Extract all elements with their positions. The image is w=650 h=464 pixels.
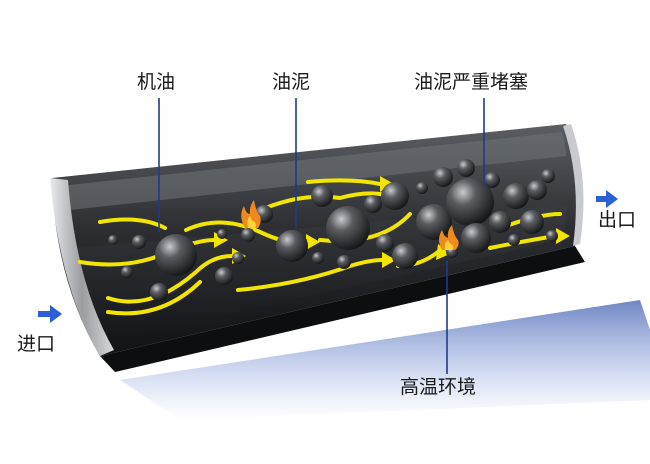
sludge-balls bbox=[108, 159, 558, 301]
sludge-ball bbox=[541, 169, 555, 183]
sludge-ball bbox=[527, 180, 547, 200]
sludge-ball bbox=[489, 211, 511, 233]
sludge-ball bbox=[132, 235, 146, 249]
label-heat: 高温环境 bbox=[400, 376, 477, 398]
sludge-ball bbox=[232, 252, 244, 264]
flow-arrow bbox=[254, 191, 392, 214]
sludge-ball bbox=[392, 243, 418, 269]
sludge-ball bbox=[364, 195, 382, 213]
label-sludge: 油泥 bbox=[272, 71, 311, 93]
outlet-arrow-icon bbox=[596, 190, 618, 208]
flow-arrow bbox=[98, 217, 167, 230]
sludge-ball bbox=[446, 178, 494, 226]
leader-lines bbox=[158, 98, 485, 374]
sludge-ball bbox=[503, 183, 529, 209]
sludge-ball bbox=[150, 283, 168, 301]
pipe-left-rim bbox=[50, 178, 114, 356]
sludge-ball bbox=[416, 182, 428, 194]
sludge-ball bbox=[311, 185, 333, 207]
sludge-ball bbox=[376, 234, 394, 252]
flow-arrow bbox=[106, 254, 234, 304]
label-inlet: 进口 bbox=[17, 333, 56, 355]
pipe-right-rim bbox=[563, 124, 584, 246]
sludge-ball bbox=[337, 255, 351, 269]
flow-arrow bbox=[306, 178, 382, 186]
sludge-ball bbox=[241, 228, 255, 242]
sludge-ball bbox=[217, 229, 227, 239]
sludge-ball bbox=[108, 235, 118, 245]
sludge-ball bbox=[416, 204, 452, 240]
sludge-ball bbox=[326, 206, 370, 250]
pipe-bottom-edge bbox=[100, 246, 585, 372]
sludge-ball bbox=[520, 210, 544, 234]
sludge-ball bbox=[457, 159, 475, 177]
sludge-ball bbox=[381, 182, 409, 210]
flame-icon bbox=[241, 200, 261, 228]
inlet-arrow-icon bbox=[38, 305, 62, 323]
pipe-shadow bbox=[120, 300, 650, 420]
flow-arrow bbox=[106, 280, 202, 316]
sludge-ball bbox=[155, 234, 197, 276]
sludge-ball bbox=[312, 252, 324, 264]
sludge-ball bbox=[276, 230, 308, 262]
sludge-ball bbox=[461, 223, 491, 253]
sludge-ball bbox=[546, 230, 558, 242]
sludge-ball bbox=[508, 234, 520, 246]
flame-icon bbox=[439, 225, 459, 250]
label-clog: 油泥严重堵塞 bbox=[414, 71, 529, 93]
sludge-ball bbox=[121, 266, 133, 278]
label-oil: 机油 bbox=[137, 71, 176, 93]
label-outlet: 出口 bbox=[598, 209, 637, 231]
sludge-ball bbox=[433, 167, 453, 187]
pipe-inner-ceiling bbox=[60, 132, 566, 210]
sludge-ball bbox=[484, 172, 500, 188]
sludge-ball bbox=[215, 267, 233, 285]
